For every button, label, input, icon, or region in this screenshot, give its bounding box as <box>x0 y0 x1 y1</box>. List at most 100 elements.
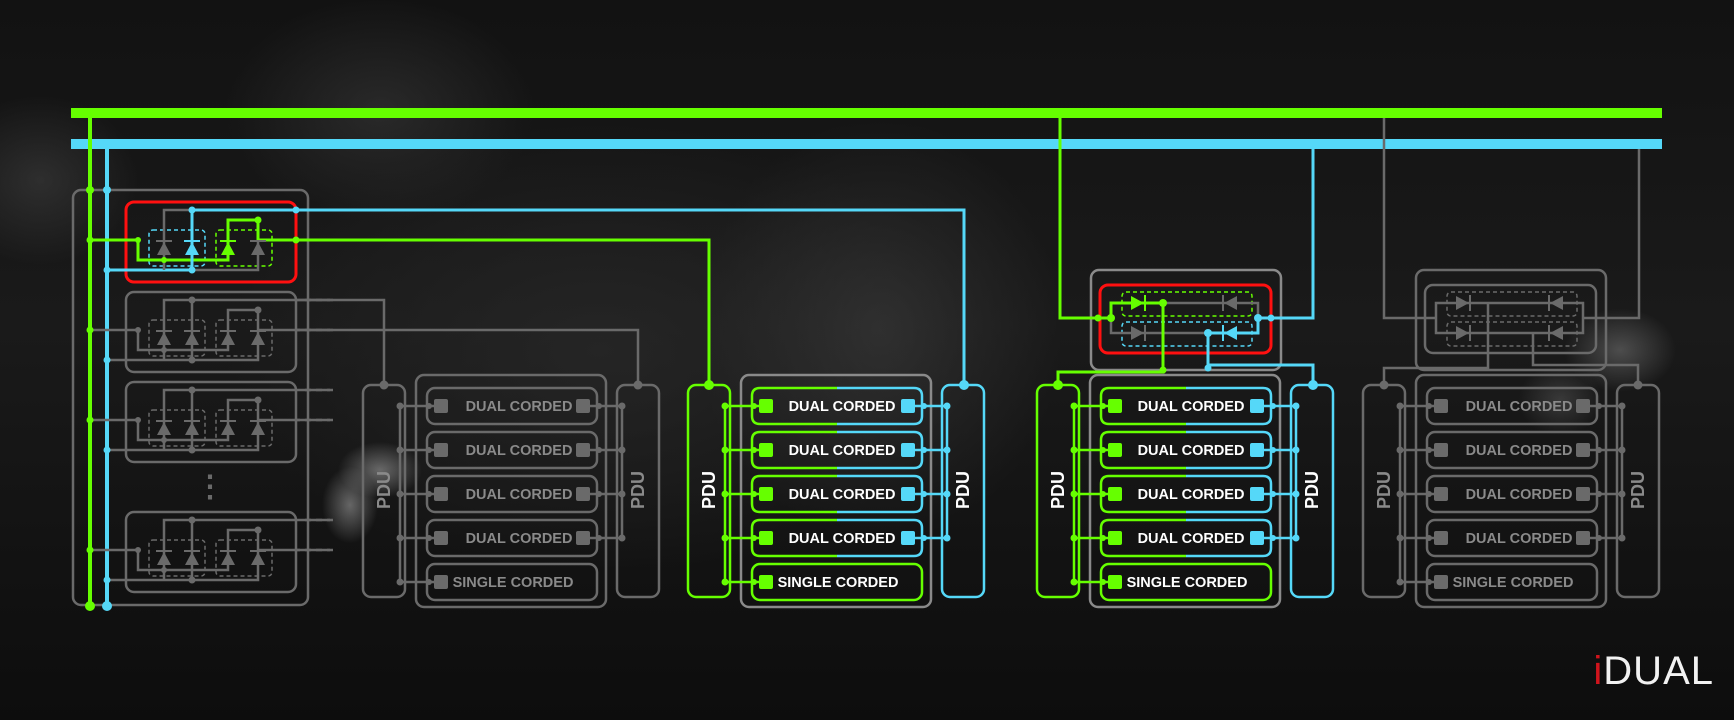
pdu-right-label: PDU <box>628 471 648 509</box>
plug-b-icon <box>1576 531 1590 545</box>
junction-dot <box>426 579 432 585</box>
junction-dot <box>161 567 167 573</box>
junction-dot <box>103 576 111 584</box>
plug-b-icon <box>576 531 590 545</box>
plug-a-icon <box>434 531 448 545</box>
junction-dot <box>135 547 141 553</box>
junction-dot <box>1396 578 1404 586</box>
junction-dot <box>1270 535 1276 541</box>
junction-dot <box>704 380 714 390</box>
diode-group-a <box>215 229 273 267</box>
junction-dot <box>188 296 196 304</box>
junction-dot <box>1396 534 1404 542</box>
junction-dot <box>596 491 602 497</box>
junction-dot <box>86 236 94 244</box>
pdu-left-label: PDU <box>1374 471 1394 509</box>
feed-a-end-dot <box>85 601 95 611</box>
plug-a-icon <box>759 487 773 501</box>
plug-a-icon <box>1434 487 1448 501</box>
junction-dot <box>135 237 141 243</box>
plug-b-icon <box>901 399 915 413</box>
feed-a-bus <box>71 108 1662 118</box>
junction-dot <box>1070 446 1078 454</box>
junction-dot <box>1292 402 1300 410</box>
diode-icon <box>157 242 171 255</box>
junction-dot <box>1596 403 1602 409</box>
junction-dot <box>1107 314 1115 322</box>
diode-group-b <box>148 409 206 447</box>
junction-dot <box>1618 402 1626 410</box>
plug-a-icon <box>1434 531 1448 545</box>
junction-dot <box>1426 447 1432 453</box>
junction-dot <box>721 490 729 498</box>
junction-dot <box>618 490 626 498</box>
idual-logo: iDUAL <box>1593 649 1714 694</box>
junction-dot <box>1292 446 1300 454</box>
junction-dot <box>1426 491 1432 497</box>
plug-a-icon <box>1108 531 1122 545</box>
plug-a-icon <box>759 443 773 457</box>
junction-dot <box>161 347 167 353</box>
rack1-feed-a <box>296 298 386 385</box>
junction-dot <box>618 534 626 542</box>
junction-dot <box>751 579 757 585</box>
junction-dot <box>1292 534 1300 542</box>
device-label: DUAL CORDED <box>1138 399 1245 415</box>
junction-dot <box>751 491 757 497</box>
plug-a-icon <box>1108 443 1122 457</box>
junction-dot <box>1270 491 1276 497</box>
junction-dot <box>396 446 404 454</box>
plug-b-icon <box>901 531 915 545</box>
junction-dot <box>1618 446 1626 454</box>
ats-path <box>1434 301 1585 318</box>
junction-dot <box>721 534 729 542</box>
diode-icon <box>1456 296 1469 310</box>
diode-icon <box>251 422 265 435</box>
junction-dot <box>1159 299 1167 307</box>
plug-a-icon <box>1434 399 1448 413</box>
ats-path <box>1109 318 1208 335</box>
plug-a-icon <box>1108 487 1122 501</box>
junction-dot <box>135 417 141 423</box>
junction-dot <box>135 327 141 333</box>
junction-dot <box>396 490 404 498</box>
junction-dot <box>959 380 969 390</box>
junction-dot <box>943 446 951 454</box>
plug-b-icon <box>1576 399 1590 413</box>
diode-icon <box>221 422 235 435</box>
plug-a-icon <box>434 399 448 413</box>
junction-dot <box>1633 380 1643 390</box>
junction-dot <box>751 447 757 453</box>
rack2-feed-b <box>296 208 966 385</box>
junction-dot <box>426 535 432 541</box>
plug-b-icon <box>1250 531 1264 545</box>
diode-icon <box>251 552 265 565</box>
device-label: DUAL CORDED <box>1466 487 1573 503</box>
device-label: DUAL CORDED <box>1138 531 1245 547</box>
plug-b-icon <box>576 487 590 501</box>
switch-module-2 <box>124 290 298 374</box>
device-label: DUAL CORDED <box>789 487 896 503</box>
logo-name: DUAL <box>1603 649 1714 693</box>
device-label: SINGLE CORDED <box>1127 575 1248 591</box>
junction-dot <box>633 380 643 390</box>
junction-dot <box>188 516 196 524</box>
junction-dot <box>103 446 111 454</box>
device-label: DUAL CORDED <box>466 531 573 547</box>
junction-dot <box>396 402 404 410</box>
device-label: DUAL CORDED <box>1466 443 1573 459</box>
junction-dot <box>1070 402 1078 410</box>
rack4-pdu-a-feed <box>1382 303 1490 385</box>
device-label: SINGLE CORDED <box>778 575 899 591</box>
ats-frame <box>1414 268 1608 372</box>
junction-dot <box>426 491 432 497</box>
junction-dot <box>86 416 94 424</box>
diode-icon <box>185 422 199 435</box>
junction-dot <box>1053 380 1063 390</box>
plug-a-icon <box>434 443 448 457</box>
rack-frame <box>414 373 608 609</box>
junction-dot <box>188 386 196 394</box>
device-label: DUAL CORDED <box>466 399 573 415</box>
junction-dot <box>426 403 432 409</box>
